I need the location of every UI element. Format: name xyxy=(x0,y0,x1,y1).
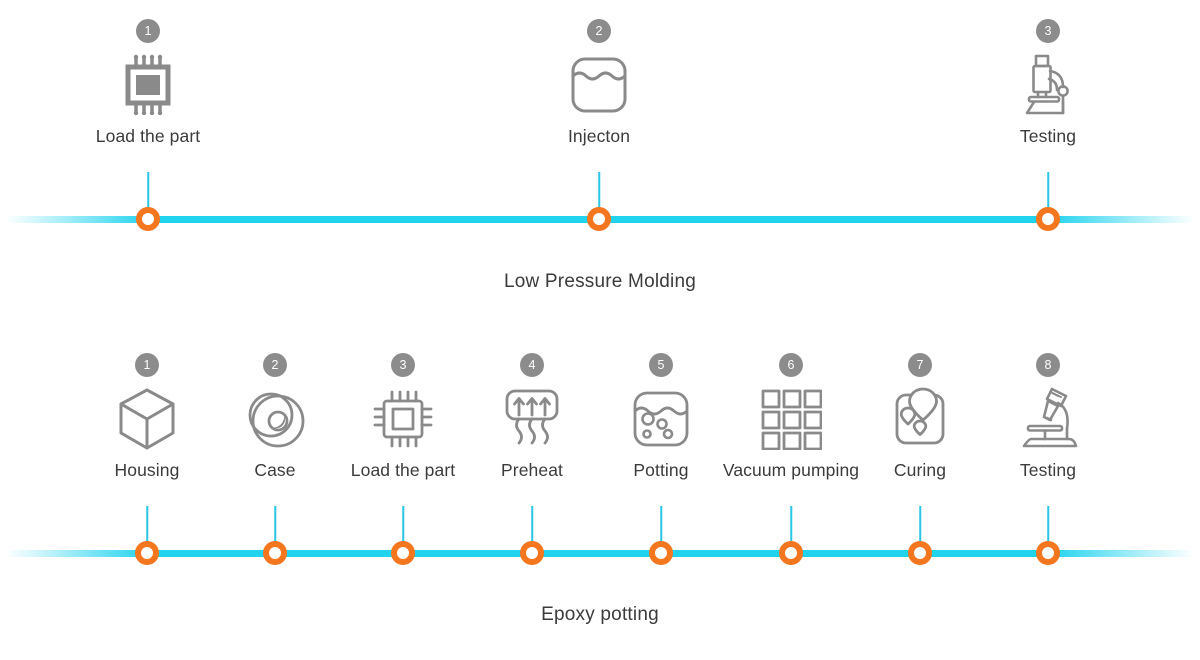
step-label: Load the part xyxy=(350,460,456,480)
bubble-tank-icon xyxy=(561,383,761,455)
section-caption-low-pressure-molding: Low Pressure Molding xyxy=(504,271,696,292)
step-label: Preheat xyxy=(501,460,563,480)
step-connector-line xyxy=(790,506,792,553)
heat-arrows-icon xyxy=(432,383,632,455)
microscope-tilt-icon xyxy=(948,383,1148,455)
step-label: Injecton xyxy=(567,126,631,146)
timeline-marker[interactable] xyxy=(520,541,544,565)
timeline-marker[interactable] xyxy=(1036,207,1060,231)
step-connector-line xyxy=(1047,172,1049,219)
step-connector-line xyxy=(919,506,921,553)
timeline-marker[interactable] xyxy=(391,541,415,565)
step-label: Testing xyxy=(1019,126,1077,146)
chip-outline-icon xyxy=(303,383,503,455)
step-number-badge: 1 xyxy=(135,353,159,377)
timeline-marker[interactable] xyxy=(649,541,673,565)
step-number-badge: 4 xyxy=(520,353,544,377)
step-number-badge: 3 xyxy=(391,353,415,377)
spool-discs-icon xyxy=(175,383,375,455)
step-label: Curing xyxy=(893,460,947,480)
step-number-badge: 2 xyxy=(587,19,611,43)
grid-3x3-icon xyxy=(691,383,891,455)
microscope-icon xyxy=(948,49,1148,121)
step-number-badge: 8 xyxy=(1036,353,1060,377)
liquid-tank-icon xyxy=(499,49,699,121)
timeline-track-epoxy-potting xyxy=(0,549,1200,557)
step-number-badge: 7 xyxy=(908,353,932,377)
step-number-badge: 1 xyxy=(136,19,160,43)
step-label: Vacuum pumping xyxy=(722,460,860,480)
step-number-badge: 3 xyxy=(1036,19,1060,43)
timeline-marker[interactable] xyxy=(135,541,159,565)
step-connector-line xyxy=(402,506,404,553)
step-connector-line xyxy=(274,506,276,553)
step-label: Load the part xyxy=(95,126,201,146)
step-connector-line xyxy=(660,506,662,553)
cube-icon xyxy=(47,383,247,455)
step-connector-line xyxy=(598,172,600,219)
timeline-marker[interactable] xyxy=(1036,541,1060,565)
step-label: Testing xyxy=(1019,460,1077,480)
section-caption-epoxy-potting: Epoxy potting xyxy=(541,604,659,625)
step-connector-line xyxy=(146,506,148,553)
step-connector-line xyxy=(147,172,149,219)
timeline-marker[interactable] xyxy=(587,207,611,231)
step-connector-line xyxy=(1047,506,1049,553)
step-label: Potting xyxy=(633,460,689,480)
timeline-marker[interactable] xyxy=(263,541,287,565)
step-number-badge: 5 xyxy=(649,353,673,377)
timeline-marker[interactable] xyxy=(779,541,803,565)
step-label: Case xyxy=(254,460,296,480)
droplet-card-icon xyxy=(820,383,1020,455)
step-number-badge: 2 xyxy=(263,353,287,377)
timeline-marker[interactable] xyxy=(136,207,160,231)
step-label: Housing xyxy=(114,460,180,480)
step-number-badge: 6 xyxy=(779,353,803,377)
chip-filled-icon xyxy=(48,49,248,121)
timeline-marker[interactable] xyxy=(908,541,932,565)
step-connector-line xyxy=(531,506,533,553)
